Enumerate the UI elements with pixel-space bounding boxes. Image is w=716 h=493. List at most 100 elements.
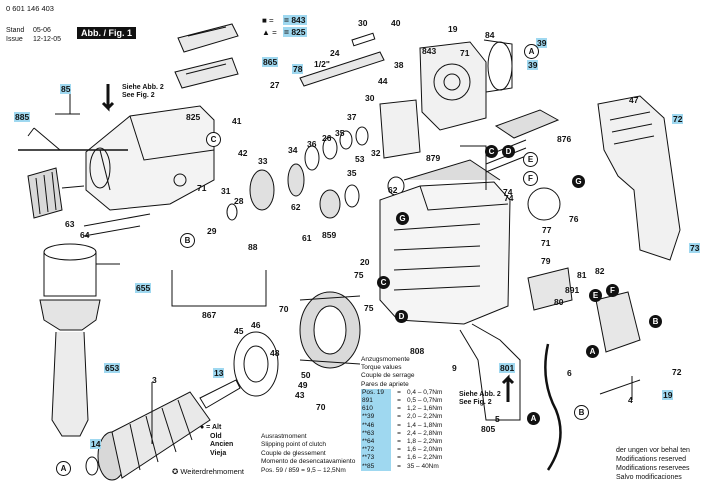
torque-val: 0,5 – 0,7Nm — [407, 397, 443, 405]
clutch-slip-table: Ausrastmoment Slipping point of clutch C… — [261, 433, 355, 475]
torque-pos: **73 — [361, 454, 391, 463]
callout-84: 84 — [485, 30, 495, 40]
callout-876: 876 — [557, 134, 572, 144]
torque-row: **46=1,4 – 1,8Nm — [361, 421, 473, 430]
letter-badge-b-left: B — [180, 233, 195, 248]
callout-47: 47 — [629, 95, 639, 105]
callout-43: 43 — [295, 390, 305, 400]
callout-29: 29 — [207, 226, 217, 236]
torque-row: 610=1,2 – 1,6Nm — [361, 405, 473, 414]
callout-27: 27 — [270, 80, 280, 90]
torque-pos: **46 — [361, 421, 391, 430]
callout-77: 77 — [542, 225, 552, 235]
callout-825: = 825 — [283, 27, 307, 37]
callout-45: 45 — [234, 326, 244, 336]
callout-30b: 30 — [365, 93, 375, 103]
callout-843b: 843 — [422, 46, 437, 56]
torque-eq: = — [397, 405, 401, 413]
torque-eq: = — [397, 446, 401, 454]
figure-label: Abb. / Fig. 1 — [77, 27, 136, 39]
legend-old-1: ● = Alt — [200, 424, 222, 431]
siehe-note-1: Siehe Abb. 2 — [122, 84, 164, 91]
callout-75a: 75 — [354, 270, 364, 280]
callout-53: 53 — [355, 154, 365, 164]
letter-badge-e: E — [589, 289, 602, 302]
fan-baffle — [233, 331, 279, 397]
torque-values-table: Anzugsmomente Torque values Couple de se… — [361, 356, 473, 471]
callout-70a: 70 — [279, 304, 289, 314]
callout-88: 88 — [248, 242, 258, 252]
callout-36: 36 — [307, 139, 317, 149]
torque-val: 0,4 – 0,7Nm — [407, 388, 443, 396]
letter-badge-d-mid: D — [395, 310, 408, 323]
letter-badge-d-top: D — [502, 145, 515, 158]
torque-pos: **63 — [361, 429, 391, 439]
callout-805: 805 — [481, 424, 496, 434]
callout-28: 28 — [234, 196, 244, 206]
callout-843: = 843 — [283, 15, 307, 25]
torque-row: **73 = 1,6 – 2,2Nm — [361, 454, 473, 463]
callout-76: 76 — [569, 214, 579, 224]
callout-825b: 825 — [186, 112, 201, 122]
legend-old-2: Old — [210, 432, 222, 440]
torque-row: **85=35 – 40Nm — [361, 462, 473, 471]
gear-housing — [85, 105, 215, 211]
callout-74b: 74 — [503, 187, 513, 197]
torque-eq: = — [397, 397, 401, 405]
torque-eq: = — [397, 413, 401, 421]
callout-49: 49 — [298, 380, 308, 390]
callout-37: 37 — [347, 112, 357, 122]
stand-label: Stand — [6, 27, 25, 34]
callout-33: 33 — [258, 156, 268, 166]
callout-859: 859 — [322, 230, 337, 240]
callout-71c: 71 — [541, 238, 551, 248]
see-note-1: See Fig. 2 — [122, 92, 155, 99]
callout-42: 42 — [238, 148, 248, 158]
torque-title-de: Anzugsmomente — [361, 356, 410, 363]
callout-74a: 74 — [504, 193, 514, 203]
callout-19b: 19 — [662, 390, 674, 400]
letter-badge-a-bl: A — [56, 461, 71, 476]
callout-19a: 19 — [448, 24, 458, 34]
stand-value: 05-06 — [33, 27, 51, 34]
callout-50: 50 — [301, 370, 311, 380]
callout-40: 40 — [391, 18, 401, 28]
triangle-symbol: ▲ = — [262, 28, 277, 37]
callout-655: 655 — [135, 283, 152, 293]
callout-71a: 71 — [460, 48, 470, 58]
letter-badge-b-bottom: B — [574, 405, 589, 420]
torque-pos: 610 — [361, 405, 391, 414]
gear-wheels — [226, 126, 405, 221]
torque-val: 2,0 – 2,2Nm — [407, 413, 443, 421]
motor-housing-main — [379, 159, 521, 421]
callout-35b: 35 — [347, 168, 357, 178]
callout-9: 9 — [452, 363, 457, 373]
callout-44: 44 — [378, 76, 388, 86]
callout-80: 80 — [554, 297, 564, 307]
letter-badge-c-mid: C — [377, 276, 390, 289]
callout-64: 64 — [80, 230, 90, 240]
legend-mod-4: Salvo modificaciones — [616, 474, 682, 481]
torque-pos: **72 — [361, 446, 391, 455]
callout-78: 78 — [292, 64, 304, 74]
torque-val: 1,6 – 2,2Nm — [407, 454, 443, 462]
issue-value: 12-12-05 — [33, 36, 62, 43]
letter-badge-a-right: A — [586, 345, 599, 358]
square-symbol: ■ = — [262, 16, 274, 25]
auxiliary-handle — [39, 243, 120, 437]
callout-801: 801 — [499, 363, 516, 373]
callout-82: 82 — [595, 266, 605, 276]
clutch-line-de: Ausrastmoment — [261, 433, 307, 440]
callout-71b: 71 — [197, 183, 207, 193]
letter-badge-a-bottom: A — [527, 412, 540, 425]
clutch-line-en: Slipping point of clutch — [261, 441, 327, 449]
legend-modifications: der ungen vor behal ten Modifications re… — [616, 446, 690, 482]
callout-24: 24 — [330, 48, 340, 58]
torque-eq: = — [397, 454, 401, 462]
callout-79: 79 — [541, 256, 551, 266]
torque-eq: = — [397, 421, 401, 429]
callout-885: 885 — [14, 112, 31, 122]
torque-val: 2,4 – 2,8Nm — [407, 429, 443, 437]
callout-81: 81 — [577, 270, 587, 280]
clutch-line-es: Momento de desencatavamiento — [261, 458, 356, 466]
